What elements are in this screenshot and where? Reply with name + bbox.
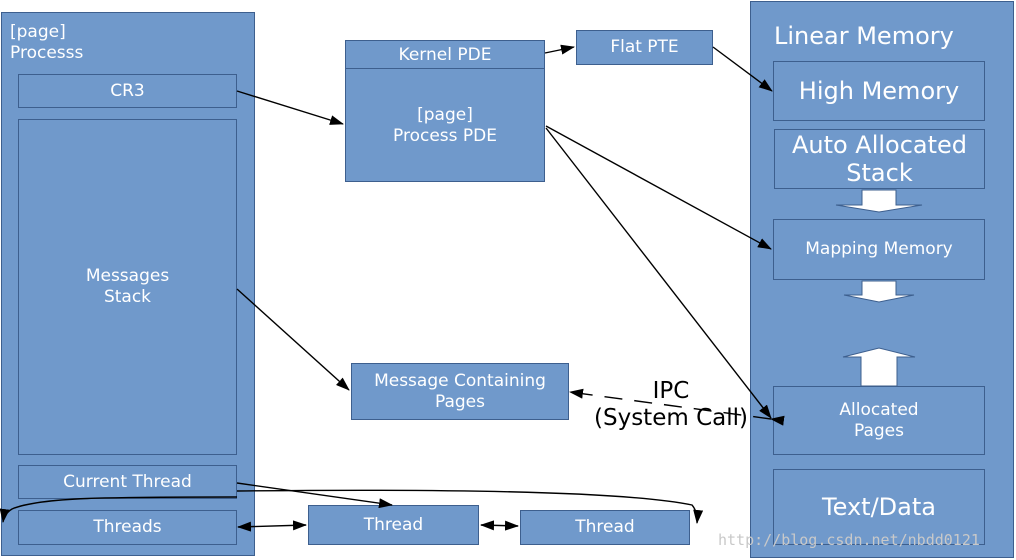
thread-box-2: Thread bbox=[520, 510, 690, 545]
current-thread-box: Current Thread bbox=[18, 465, 237, 499]
threads-box: Threads bbox=[18, 510, 237, 545]
process-pde-label: [page] Process PDE bbox=[393, 105, 497, 146]
high-memory-box: High Memory bbox=[773, 61, 985, 121]
arrow-thread-ring-left bbox=[0, 496, 238, 523]
arrow-cr3-to-process-pde bbox=[236, 90, 344, 125]
up-block-arrow bbox=[842, 347, 916, 387]
arrow-current-thread-to-thread bbox=[236, 482, 393, 509]
message-pages-box: Message Containing Pages bbox=[351, 363, 569, 420]
flat-pte-box: Flat PTE bbox=[576, 30, 713, 65]
arrow-thread-ring-right bbox=[236, 489, 704, 524]
allocated-pages-box: Allocated Pages bbox=[773, 386, 985, 455]
arrow-kernel-pde-to-flat-pte bbox=[544, 44, 575, 55]
arrow-threads-to-thread bbox=[237, 520, 307, 532]
cr3-box: CR3 bbox=[18, 74, 237, 108]
thread-box-1: Thread bbox=[308, 505, 479, 545]
down-block-arrow-2 bbox=[843, 280, 915, 303]
arrow-pde-to-allocated-pages bbox=[545, 127, 772, 419]
auto-stack-box: Auto Allocated Stack bbox=[774, 129, 985, 189]
watermark: http://blog.csdn.net/nbdd0121 bbox=[718, 531, 980, 549]
linear-memory-title: Linear Memory bbox=[774, 22, 954, 50]
messages-stack-box: Messages Stack bbox=[18, 119, 237, 455]
kernel-pde-label: Kernel PDE bbox=[346, 41, 544, 69]
down-block-arrow-1 bbox=[835, 189, 923, 213]
pde-block: Kernel PDE [page] Process PDE bbox=[345, 40, 545, 182]
arrow-thread-to-thread bbox=[480, 520, 519, 531]
ipc-label: IPC (System Call) bbox=[594, 378, 748, 431]
arrow-messages-stack-to-message-pages bbox=[236, 288, 350, 391]
arrow-flat-pte-to-high-memory bbox=[712, 46, 773, 92]
process-title: [page] Processs bbox=[10, 22, 84, 63]
text-data-box: Text/Data bbox=[773, 469, 985, 545]
mapping-memory-box: Mapping Memory bbox=[773, 219, 985, 280]
arrow-ipc-dashed bbox=[569, 388, 785, 426]
arrow-pde-to-mapping-memory bbox=[545, 125, 772, 250]
